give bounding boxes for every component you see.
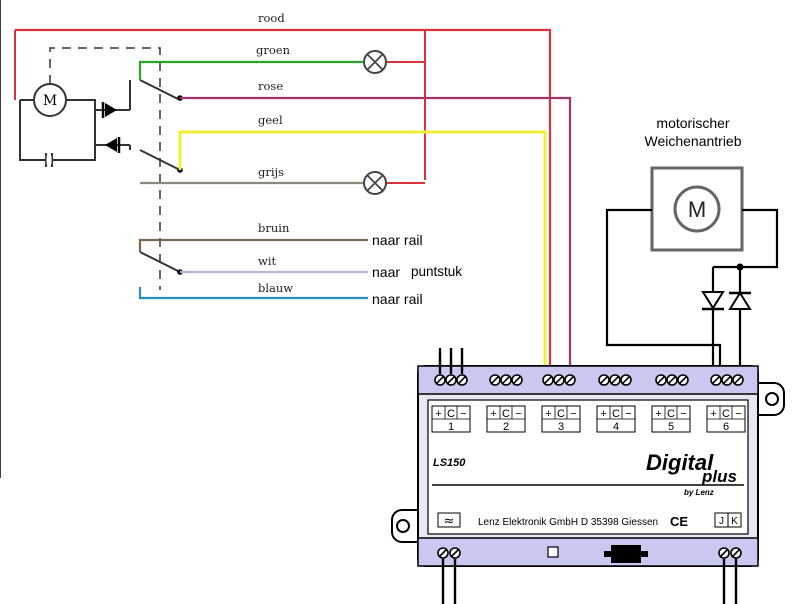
label-naar-prefix: naar xyxy=(372,264,400,280)
ac-symbol-box xyxy=(437,512,461,528)
label-puntstuk: puntstuk xyxy=(411,264,462,279)
small-motor-letter: M xyxy=(43,93,57,109)
output-2-number: 2 xyxy=(503,421,509,433)
connector-jack-icon xyxy=(604,545,648,563)
label-wit: wit xyxy=(258,254,277,268)
output-3-c: C xyxy=(557,408,565,420)
output-6-plus: + xyxy=(710,408,716,420)
point-machine: M xyxy=(650,166,744,252)
wire-groen xyxy=(138,60,363,80)
wire-rood xyxy=(15,28,552,370)
label-blauw: blauw xyxy=(258,281,293,295)
wire-blauw xyxy=(138,287,368,300)
wire-rose xyxy=(180,96,572,370)
label-geel: geel xyxy=(258,113,283,127)
motor-letter: M xyxy=(688,197,706,222)
label-naar-rail-2: naar rail xyxy=(372,291,423,307)
diode-right-icon xyxy=(728,291,752,310)
output-4-minus: − xyxy=(625,408,631,420)
manufacturer-text: Lenz Elektronik GmbH D 35398 Giessen xyxy=(478,517,658,528)
output-6-minus: − xyxy=(735,408,741,420)
motor-caption-line2: Weichenantrieb xyxy=(644,133,741,149)
label-groen: groen xyxy=(256,43,291,57)
output-2-minus: − xyxy=(515,408,521,420)
ac-symbol-icon: ≈ xyxy=(444,514,455,529)
diode-upper-icon xyxy=(95,102,130,118)
output-4-plus: + xyxy=(600,408,606,420)
lamp-lower-icon xyxy=(363,171,387,195)
brand-by-lenz: by Lenz xyxy=(684,488,714,497)
diode-left-icon xyxy=(701,291,725,311)
wire-geel xyxy=(178,130,547,370)
output-1-minus: − xyxy=(460,408,466,420)
output-5-c: C xyxy=(667,408,675,420)
output-1-c: C xyxy=(447,408,455,420)
output-6-c: C xyxy=(722,408,730,420)
lamp-upper-icon xyxy=(363,50,387,74)
output-2-c: C xyxy=(502,408,510,420)
wire-bruin xyxy=(138,238,368,252)
output-4-number: 4 xyxy=(613,421,619,433)
output-4-c: C xyxy=(612,408,620,420)
output-labels: + C − 1 + C − 2 + C − 3 xyxy=(431,405,746,433)
output-2-plus: + xyxy=(490,408,496,420)
label-bruin: bruin xyxy=(258,221,290,235)
point-motor-schematic: M xyxy=(14,30,183,290)
output-5-number: 5 xyxy=(668,421,674,433)
model-name: LS150 xyxy=(433,457,466,469)
brand-plus: plus xyxy=(701,467,737,486)
label-rood: rood xyxy=(258,11,285,25)
label-naar-rail-1: naar rail xyxy=(372,232,423,248)
output-5-minus: − xyxy=(680,408,686,420)
motor-caption-line1: motorischer xyxy=(656,115,729,131)
label-rose: rose xyxy=(258,79,283,93)
output-5-plus: + xyxy=(655,408,661,420)
output-1-plus: + xyxy=(435,408,441,420)
jk-k: K xyxy=(731,516,738,527)
brand-digital: Digital xyxy=(646,450,714,475)
led-indicator xyxy=(547,546,559,558)
output-3-minus: − xyxy=(570,408,576,420)
output-3-number: 3 xyxy=(558,421,564,433)
label-grijs: grijs xyxy=(258,165,284,179)
ce-mark-icon: CE xyxy=(670,514,688,529)
output-6-number: 6 xyxy=(723,421,729,433)
diode-lower-icon xyxy=(95,137,130,153)
output-1-number: 1 xyxy=(448,421,454,433)
jk-j: J xyxy=(719,516,724,527)
output-3-plus: + xyxy=(545,408,551,420)
motor-icon xyxy=(673,185,721,233)
